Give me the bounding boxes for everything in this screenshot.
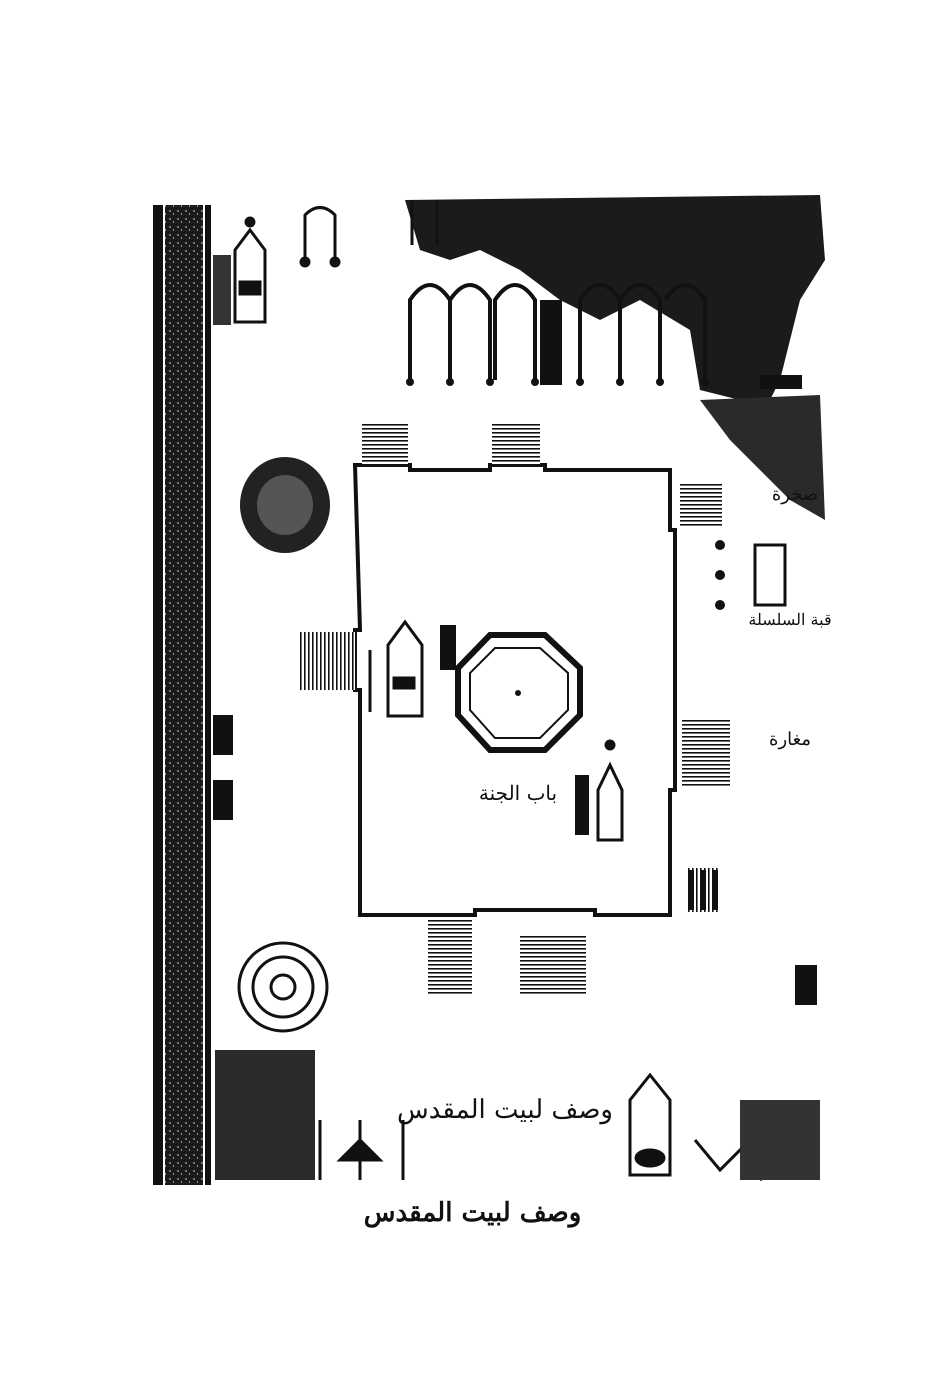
inner-minaret bbox=[368, 619, 424, 718]
octagonal-dome bbox=[455, 632, 583, 753]
library-stamp bbox=[237, 941, 329, 1033]
gate-label: باب الجنة bbox=[479, 781, 557, 805]
temple-platform bbox=[352, 463, 677, 917]
left-border-band bbox=[153, 205, 211, 1185]
southern-structures bbox=[215, 1050, 820, 1182]
side-label-3: مغارة bbox=[769, 729, 811, 750]
northwest-pillars bbox=[299, 200, 439, 268]
northern-buildings bbox=[405, 195, 825, 520]
small-dome-tower bbox=[596, 739, 624, 842]
marginal-glosses bbox=[213, 255, 817, 1005]
round-dark-seal bbox=[240, 457, 330, 553]
side-label-1: صخرة bbox=[772, 484, 818, 505]
stairways bbox=[300, 424, 730, 996]
northwest-minaret bbox=[233, 216, 267, 324]
east-pillars bbox=[688, 540, 787, 910]
side-label-2: قبة السلسلة bbox=[748, 610, 831, 629]
map-inscription: وصف لبيت المقدس bbox=[397, 1095, 613, 1125]
figure-caption: وصف لبيت المقدس bbox=[363, 1198, 582, 1228]
